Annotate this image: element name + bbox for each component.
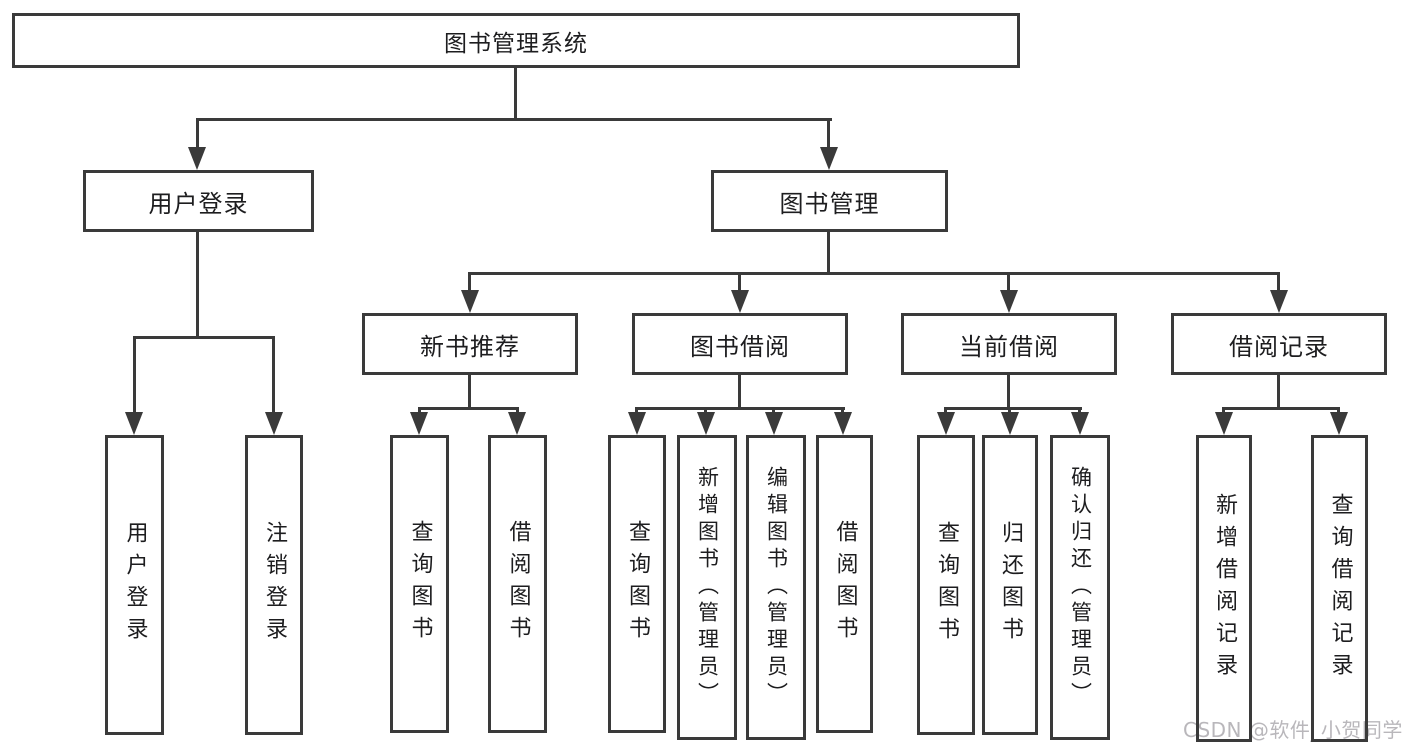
- arrow-down-icon: [461, 290, 479, 313]
- arrow-down-icon: [1330, 412, 1348, 435]
- leaf-add-books-admin: 新增图书（管理员）: [677, 435, 737, 740]
- connector-line: [635, 407, 845, 410]
- leaf-return-books: 归还图书: [982, 435, 1038, 735]
- connector-line: [1222, 407, 1225, 413]
- node-label: 借阅图书: [832, 520, 858, 648]
- node-label: 当前借阅: [959, 332, 1059, 361]
- arrow-down-icon: [765, 412, 783, 435]
- node-label: 新增图书（管理员）: [695, 466, 720, 709]
- node-label: 查询图书: [407, 520, 433, 648]
- connector-line: [1078, 407, 1081, 413]
- connector-line: [1277, 375, 1280, 407]
- node-label: 归还图书: [998, 521, 1023, 649]
- arrow-down-icon: [731, 290, 749, 313]
- node-label: 编辑图书（管理员）: [764, 466, 789, 709]
- leaf-add-borrow-record: 新增借阅记录: [1196, 435, 1252, 742]
- arrow-down-icon: [1001, 412, 1019, 435]
- node-label: 图书管理: [779, 189, 880, 218]
- connector-line: [1008, 407, 1011, 413]
- node-label: 用户登录: [148, 189, 249, 218]
- connector-line: [944, 407, 947, 413]
- connector-line: [704, 407, 707, 413]
- arrow-down-icon: [1215, 412, 1233, 435]
- node-label: 图书管理系统: [444, 30, 588, 57]
- connector-line: [516, 407, 519, 413]
- arrow-down-icon: [1270, 290, 1288, 313]
- node-label: 注销登录: [262, 521, 287, 649]
- connector-line: [468, 272, 1280, 275]
- connector-line: [196, 118, 199, 147]
- node-user-login: 用户登录: [83, 170, 314, 232]
- node-label: 图书借阅: [690, 332, 790, 361]
- node-label: 确认归还（管理员）: [1068, 466, 1093, 709]
- connector-line: [133, 336, 275, 339]
- connector-line: [418, 407, 421, 413]
- leaf-borrow-books: 借阅图书: [816, 435, 873, 733]
- connector-line: [196, 232, 199, 336]
- leaf-query-borrow-record: 查询借阅记录: [1311, 435, 1368, 742]
- connector-line: [635, 407, 638, 413]
- node-book-management: 图书管理: [711, 170, 948, 232]
- node-label: 查询图书: [934, 521, 959, 649]
- arrow-down-icon: [1071, 412, 1089, 435]
- node-label: 借阅图书: [505, 520, 531, 648]
- connector-line: [1222, 407, 1340, 410]
- arrow-down-icon: [820, 147, 838, 170]
- leaf-borrow-books-recommend: 借阅图书: [488, 435, 547, 733]
- connector-line: [738, 272, 741, 291]
- connector-line: [827, 118, 830, 147]
- connector-line: [133, 336, 136, 412]
- connector-line: [944, 407, 1082, 410]
- node-label: 新增借阅记录: [1212, 492, 1237, 685]
- connector-line: [1277, 272, 1280, 291]
- arrow-down-icon: [628, 412, 646, 435]
- node-label: 借阅记录: [1229, 332, 1329, 361]
- leaf-user-login: 用户登录: [105, 435, 164, 735]
- arrow-down-icon: [834, 412, 852, 435]
- node-new-book-recommendation: 新书推荐: [362, 313, 578, 375]
- connector-line: [738, 375, 741, 407]
- leaf-query-books-borrowing: 查询图书: [608, 435, 666, 733]
- connector-line: [418, 407, 519, 410]
- node-label: 用户登录: [122, 521, 148, 649]
- node-label: 查询图书: [625, 520, 650, 648]
- connector-line: [468, 272, 471, 291]
- connector-line: [772, 407, 775, 413]
- connector-line: [1007, 375, 1010, 407]
- node-book-borrowing: 图书借阅: [632, 313, 848, 375]
- arrow-down-icon: [937, 412, 955, 435]
- connector-line: [514, 68, 517, 118]
- leaf-query-books-recommend: 查询图书: [390, 435, 449, 733]
- connector-line: [272, 336, 275, 412]
- leaf-logout: 注销登录: [245, 435, 303, 735]
- connector-line: [841, 407, 844, 413]
- connector-line: [827, 232, 830, 272]
- node-borrowing-records: 借阅记录: [1171, 313, 1387, 375]
- arrow-down-icon: [1000, 290, 1018, 313]
- connector-line: [1007, 272, 1010, 291]
- arrow-down-icon: [697, 412, 715, 435]
- leaf-query-books-current: 查询图书: [917, 435, 975, 735]
- arrow-down-icon: [125, 412, 143, 435]
- arrow-down-icon: [188, 147, 206, 170]
- leaf-confirm-return-admin: 确认归还（管理员）: [1050, 435, 1110, 740]
- arrow-down-icon: [265, 412, 283, 435]
- leaf-edit-books-admin: 编辑图书（管理员）: [746, 435, 806, 740]
- connector-line: [1337, 407, 1340, 413]
- node-library-management-system: 图书管理系统: [12, 13, 1020, 68]
- node-label: 查询借阅记录: [1327, 492, 1353, 685]
- connector-line: [196, 118, 832, 121]
- node-label: 新书推荐: [420, 332, 520, 361]
- connector-line: [468, 375, 471, 407]
- node-current-borrowing: 当前借阅: [901, 313, 1117, 375]
- arrow-down-icon: [410, 412, 428, 435]
- arrow-down-icon: [508, 412, 526, 435]
